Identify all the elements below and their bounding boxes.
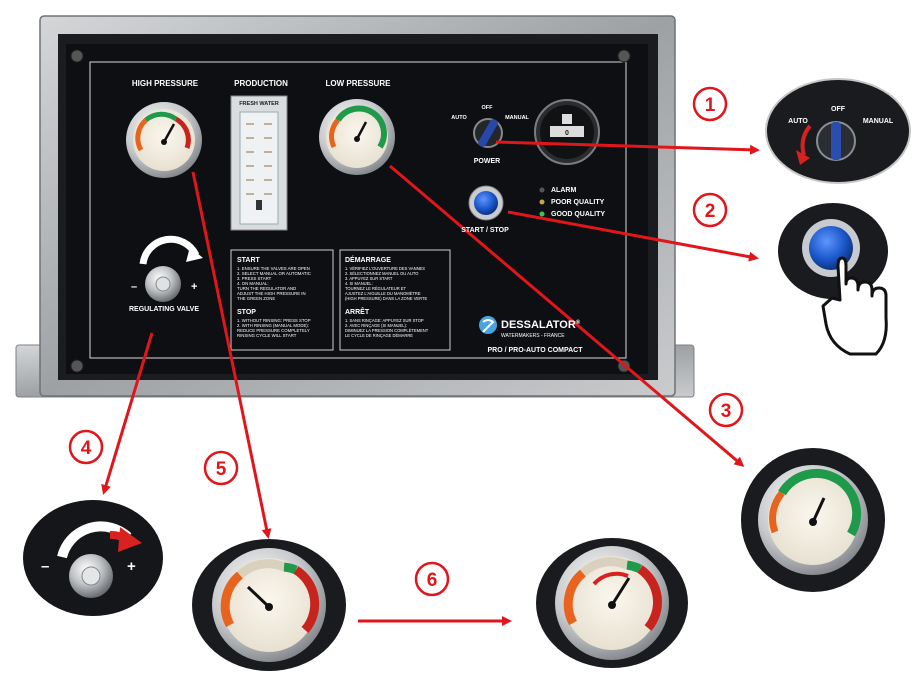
instructions-fr-box [339,249,451,351]
arrow-4 [101,332,154,495]
stop-line-4: RINSING CYCLE WILL START [237,333,297,338]
low-pressure-label: LOW PRESSURE [326,79,392,88]
hour-meter-value: 0 [565,130,569,137]
zoom-start-button [778,203,888,356]
stop-line-2: 2. WITH RINSING (MANUAL MODE): [237,323,309,328]
start-line-2: 2. SELECT MANUAL OR AUTOMATIC [237,271,311,276]
arrow-1 [495,140,760,155]
start-line-1: 1. ENSURE THE VALVES ARE OPEN [237,266,310,271]
model-name: PRO / PRO-AUTO COMPACT [487,347,583,354]
start-stop-button[interactable] [468,185,504,221]
alarm-label: ALARM [551,187,576,194]
poor-quality-label: POOR QUALITY [551,199,605,206]
start-line-6: ADJUST THE HIGH PRESSURE IN [237,291,306,296]
zoom-regulating-valve [23,500,163,616]
stop-line-1: 1. WITHOUT RINSING: PRESS STOP [237,318,311,323]
arrow-5 [191,171,272,539]
demarrage-line-6: AJUSTEZ L'AIGUILLE DU MANOMÈTRE [345,291,421,296]
arrow-3 [389,164,745,467]
callout-arrows [101,140,760,626]
callout-badge-2 [692,192,728,228]
power-off-label: OFF [482,105,494,111]
high-pressure-gauge [126,102,202,178]
valve-plus-label: + [191,281,197,293]
zoom-manual-label: MANUAL [863,118,894,125]
start-line-7: THE GREEN ZONE [237,296,275,301]
callout-number-2: 2 [705,201,716,222]
callout-badge-3 [708,392,744,428]
low-pressure-gauge [319,99,395,175]
zoom-off-label: OFF [831,106,846,113]
demarrage-line-3: 3. APPUYEZ SUR START [345,276,393,281]
callout-number-3: 3 [721,401,732,422]
zoom-valve-minus: – [41,558,49,575]
zoom-high-pressure-gauge-before [192,539,346,671]
callout-number-1: 1 [705,95,716,116]
zoom-valve-plus: + [127,558,136,575]
status-leds [539,187,545,217]
start-line-4: 4. ON MANUAL: [237,281,269,286]
demarrage-line-4: 4. SI MANUEL: [345,281,373,286]
demarrage-line-7: (HIGH PRESSURE) DANS LA ZONE VERTE [345,296,428,301]
demarrage-line-5: TOURNEZ LE RÉGULATEUR ET [345,286,407,291]
power-auto-label: AUTO [451,115,467,121]
production-label: PRODUCTION [234,79,288,88]
callout-number-4: 4 [81,438,92,459]
callout-number-5: 5 [216,459,227,480]
callout-badge-4 [68,429,104,465]
instructions-en-box [230,249,334,351]
demarrage-line-2: 2. SÉLECTIONNEZ MANUEL OU AUTO [345,271,418,276]
demarrage-line-1: 1. VÉRIFIEZ L'OUVERTURE DES VANNES [345,266,425,271]
power-manual-label: MANUAL [505,115,529,121]
arret-line-2: 2. AVEC RINÇAGE (SI MANUEL): [345,323,407,328]
stop-title: STOP [237,309,256,316]
arret-line-1: 1. SANS RINÇAGE: APPUYEZ SUR STOP [345,318,424,323]
production-flowmeter [230,95,288,231]
good-quality-label: GOOD QUALITY [551,211,605,218]
arret-title: ARRÊT [345,307,370,316]
zoom-low-pressure-gauge [741,448,885,592]
stop-line-3: REDUCE PRESSURE COMPLETELY [237,328,310,333]
power-selector[interactable] [473,118,503,148]
demarrage-title: DÉMARRAGE [345,255,391,264]
start-title: START [237,257,261,264]
fresh-water-label: FRESH WATER [239,101,279,107]
arret-line-3: DIMINUEZ LA PRESSION COMPLÈTEMENT [345,328,429,333]
regulating-valve-knob[interactable] [139,235,203,302]
callout-badge-6 [414,561,450,597]
callout-badge-1 [692,86,728,122]
power-label: POWER [474,158,500,165]
start-stop-label: START / STOP [461,227,509,234]
arret-line-4: LE CYCLE DE RINÇAGE DÉMARRE [345,333,413,338]
start-line-3: 3. PRESS START [237,276,272,281]
zoom-auto-label: AUTO [788,118,808,125]
callout-badge-5 [203,450,239,486]
zoom-power-selector [765,78,911,184]
regulating-valve-label: REGULATING VALVE [129,306,199,313]
brand-tagline: WATERMAKERS - FRANCE [501,333,565,339]
start-line-5: TURN THE REGULATOR AND [237,286,296,291]
valve-minus-label: – [131,281,137,293]
arrow-2 [507,210,759,262]
brand-name: DESSALATOR® [501,319,581,331]
callout-number-6: 6 [427,570,438,591]
zoom-high-pressure-gauge-after [536,538,688,668]
high-pressure-label: HIGH PRESSURE [132,79,199,88]
dessalator-logo-icon [479,316,497,334]
rotate-arrow-icon [796,150,810,165]
hand-pointer-icon [821,256,888,356]
control-panel [15,15,695,398]
